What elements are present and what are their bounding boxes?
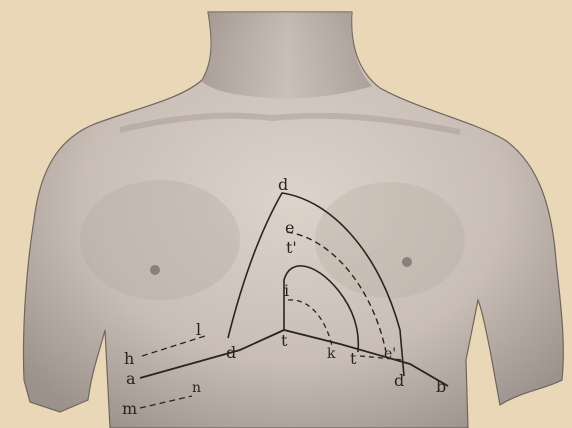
label-n: n (192, 380, 201, 396)
label-h: h (124, 349, 134, 368)
label-a: a (126, 369, 136, 388)
label-d-top: d (278, 175, 288, 194)
left-nipple (150, 265, 160, 275)
neck (202, 12, 372, 99)
label-e: e (285, 218, 294, 237)
label-t-right: t (350, 349, 357, 368)
label-t-prime: t' (286, 238, 297, 257)
label-e-prime: e' (384, 346, 396, 362)
label-m: m (122, 399, 137, 418)
label-d-left: d (226, 343, 236, 362)
label-l: l (196, 320, 201, 339)
right-pectoral-shade (315, 182, 465, 298)
right-nipple (402, 257, 412, 267)
left-pectoral-shade (80, 180, 240, 300)
label-b: b (436, 377, 446, 396)
label-d-right: d (394, 371, 404, 390)
label-i: i (284, 281, 289, 300)
label-t-base: t (281, 331, 288, 350)
label-k: k (327, 346, 336, 362)
